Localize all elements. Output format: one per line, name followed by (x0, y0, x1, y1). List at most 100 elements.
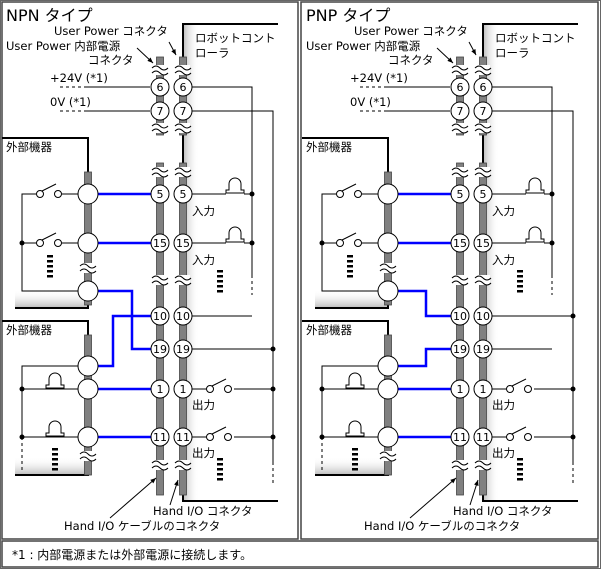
switch-contact (506, 385, 514, 393)
break-mask (153, 65, 167, 75)
pin-number: 5 (480, 188, 487, 201)
device-terminal (77, 378, 99, 400)
pin-number: 5 (180, 188, 187, 201)
switch-contact (524, 385, 532, 393)
switch-contact (206, 385, 214, 393)
device-terminal (77, 355, 99, 377)
break-mask (453, 167, 467, 177)
device-terminal (377, 378, 399, 400)
connector-bar (384, 334, 392, 476)
pin-number: 19 (453, 343, 467, 356)
arrow-head-icon (171, 49, 176, 55)
arrow-head-icon (147, 57, 153, 63)
cable-break-icon (174, 167, 192, 178)
connector-pin (150, 306, 170, 326)
pin-number: 7 (457, 105, 464, 118)
connector-pin (473, 233, 493, 253)
arrow-head-icon (447, 57, 453, 63)
break-mask (453, 123, 467, 133)
switch-contact (506, 433, 514, 441)
continuation-mark (52, 458, 58, 461)
wire-0v-controller (492, 110, 574, 462)
device-shadow (315, 290, 388, 308)
continuation-mark (52, 448, 58, 451)
lamp-icon (525, 177, 545, 194)
switch-contact (36, 239, 44, 247)
cable-break-icon (174, 65, 192, 76)
hand-io-connector-label: Hand I/O コネクタ (153, 504, 252, 518)
pin-number: 6 (157, 81, 164, 94)
switch-contact (524, 433, 532, 441)
zero-v-label: 0V (*1) (50, 95, 91, 109)
continuation-mark (352, 453, 358, 456)
pin-number: 6 (457, 81, 464, 94)
input-label: 入力 (492, 253, 515, 267)
pin-number: 7 (180, 105, 187, 118)
pin-number: 15 (153, 237, 167, 250)
break-mask (176, 167, 190, 177)
user-power-internal-label-2: コネクタ (388, 53, 434, 67)
output-common-wire (21, 365, 78, 437)
connector-pin (450, 379, 470, 399)
pin-number: 1 (480, 383, 487, 396)
connector-bar (84, 334, 92, 476)
signal-wire-19 (398, 347, 451, 368)
continuation-mark (217, 463, 223, 466)
pin-number: 5 (457, 188, 464, 201)
switch-contact (54, 239, 62, 247)
pin-number: 6 (180, 81, 187, 94)
continuation-mark (517, 478, 523, 481)
cable-break-icon (474, 65, 492, 76)
break-mask (153, 167, 167, 177)
connector-pin (450, 233, 470, 253)
break-mask (453, 65, 467, 75)
connector-pin (150, 77, 170, 97)
continuation-mark (217, 473, 223, 476)
continuation-mark (517, 270, 523, 273)
robot-controller-label: ロボットコント (195, 31, 276, 45)
junction-dot (249, 240, 255, 246)
switch-lever (41, 232, 57, 241)
wire-24v-controller (192, 86, 253, 275)
junction-dot (570, 313, 576, 319)
cable-break-icon (474, 123, 492, 134)
pin-number: 10 (176, 310, 190, 323)
footnote-frame (1, 540, 599, 568)
device-shadow (15, 457, 88, 475)
junction-dot (570, 434, 576, 440)
connector-bar (456, 162, 464, 496)
continuation-mark (347, 270, 353, 273)
switch-contact (354, 239, 362, 247)
cable-break-icon (151, 167, 169, 178)
device-terminal (377, 355, 399, 377)
output-label: 出力 (192, 446, 215, 460)
continuation-mark (517, 275, 523, 278)
wire-24v-controller (492, 86, 553, 275)
pnp-panel-frame (300, 1, 599, 540)
lamp-icon (345, 420, 365, 437)
pin-number: 15 (476, 237, 490, 250)
connector-pin (473, 77, 493, 97)
arrow-head-icon (450, 478, 456, 484)
connector-pin (173, 379, 193, 399)
pin-number: 11 (176, 431, 190, 444)
cable-break-icon (151, 123, 169, 134)
pin-number: 5 (157, 188, 164, 201)
cable-break-icon (451, 275, 469, 286)
continuation-mark (217, 280, 223, 283)
continuation-mark (217, 468, 223, 471)
output-label: 出力 (192, 398, 215, 412)
connector-pin (473, 379, 493, 399)
arrow-head-icon (471, 49, 476, 55)
cable-break-icon (474, 167, 492, 178)
cable-break-icon (79, 451, 97, 462)
switch-contact (224, 385, 232, 393)
break-mask (176, 65, 190, 75)
pin-number: 1 (157, 383, 164, 396)
continuation-mark (517, 473, 523, 476)
cable-break-icon (474, 275, 492, 286)
robot-controller-label: ロボットコント (495, 31, 576, 45)
continuation-mark (52, 468, 58, 471)
pin-number: 10 (476, 310, 490, 323)
